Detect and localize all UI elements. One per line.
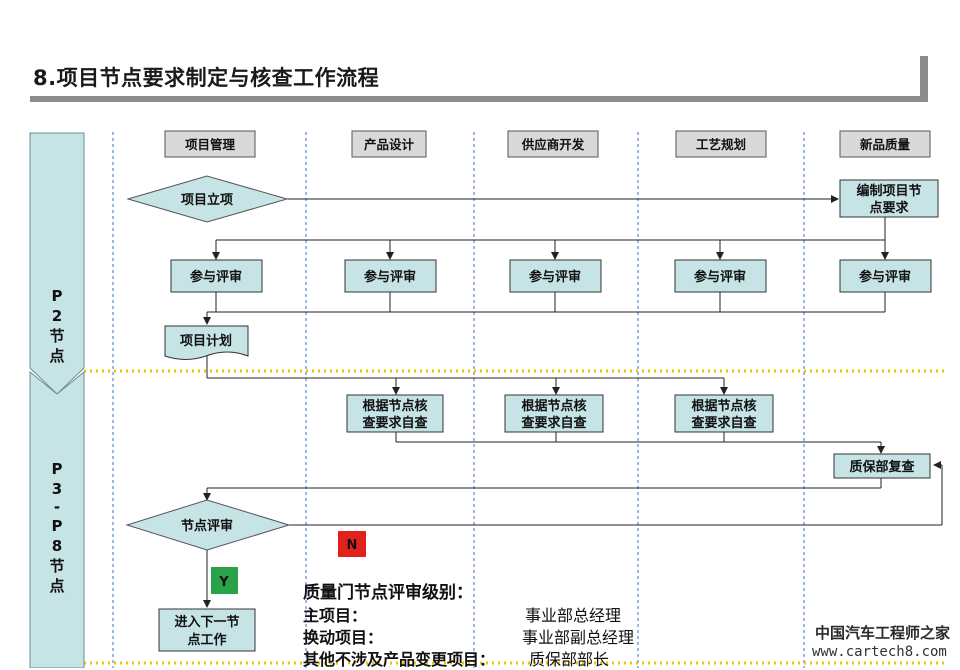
lane-header-quality: 新品质量 [860,137,911,152]
phase-p2-char: 点 [49,347,64,365]
badge-no-label: N [347,538,358,553]
node-project-start-label: 项目立项 [181,192,233,208]
legend-key: 主项目： [303,606,368,625]
page-title: 8.项目节点要求制定与核查工作流程 [33,66,380,90]
review-label-design: 参与评审 [364,269,416,285]
lane-header-process: 工艺规划 [696,137,746,152]
node-project-plan: 项目计划 [164,325,249,360]
node-project-start: 项目立项 [126,175,289,223]
node-next-line2: 点工作 [187,632,226,648]
phase-p3-char: 3 [52,480,62,498]
phase-p3-char: 点 [49,577,64,595]
node-next-node: 进入下一节 点工作 [158,608,256,652]
node-node-review: 节点评审 [125,499,291,551]
legend-value: 事业部副总经理 [522,628,635,647]
watermark-logo-text: 中国汽车工程师之家 [815,624,951,642]
phase-p3-char: 8 [52,537,62,555]
node-compile-line1: 编制项目节 [856,183,921,199]
lane-header-design: 产品设计 [364,137,415,152]
review-box [674,259,767,293]
review-box [344,259,437,293]
phase-p3-char: 节 [49,557,64,575]
phase-p2-char: 2 [52,307,62,325]
legend-heading: 质量门节点评审级别： [303,583,473,603]
badge-yes-label: Y [218,575,229,590]
legend-key: 其他不涉及产品变更项目： [303,650,496,669]
self-check-line2: 查要求自查 [361,415,428,431]
title-underline [30,96,928,102]
self-check-line1: 根据节点核 [362,398,427,414]
lane-header-supplier: 供应商开发 [521,137,585,152]
phase-p3-char: P [52,460,63,478]
review-label-process: 参与评审 [694,269,746,285]
review-label-supplier: 参与评审 [529,269,581,285]
phase-p2-char: 节 [49,327,64,345]
self-check-boxes: 根据节点核 查要求自查 根据节点核 查要求自查 根据节点核 查要求自查 [346,394,774,433]
self-check-line2: 查要求自查 [520,415,587,431]
self-check-line2: 查要求自查 [690,415,757,431]
legend-key: 换动项目： [303,628,384,647]
phase-p2-char: P [52,287,63,305]
phase-p2-shape [29,132,85,395]
node-next-line1: 进入下一节 [174,614,239,630]
review-box [170,259,263,293]
node-qa-recheck: 质保部复查 [833,453,931,479]
review-label-pm: 参与评审 [190,269,242,285]
node-compile-requirements: 编制项目节 点要求 [839,179,939,218]
phase-p3-char: - [54,498,60,516]
review-label-quality: 参与评审 [859,269,911,285]
review-box [839,259,932,293]
phase-p3-p8-shape [29,370,85,668]
lane-header-box [675,130,767,158]
phase-p3-p8-label: P 3 - P 8 节 点 [49,460,64,595]
review-box [509,259,602,293]
self-check-line1: 根据节点核 [521,398,586,414]
badge-yes: Y [211,567,238,594]
badge-no: N [338,531,366,557]
lane-header-box [164,130,256,158]
lane-header-pm: 项目管理 [185,137,236,152]
lane-header-box [507,130,599,158]
phase-p2-label: P 2 节 点 [49,287,64,365]
node-project-plan-label: 项目计划 [180,333,232,349]
review-boxes: 参与评审 参与评审 参与评审 参与评审 参与评审 [170,259,932,293]
watermark-url: www.cartech8.com [812,644,947,660]
phase-p3-char: P [52,517,63,535]
self-check-line1: 根据节点核 [691,398,756,414]
lane-separators [112,132,805,668]
lane-header-box [351,130,427,158]
node-node-review-label: 节点评审 [181,518,233,534]
legend-value: 质保部部长 [529,650,610,669]
self-check-box [504,394,604,433]
self-check-box [346,394,444,433]
lane-header-box [839,130,931,158]
connectors [203,195,943,608]
node-compile-line2: 点要求 [869,200,909,216]
legend-value: 事业部总经理 [525,606,622,625]
node-qa-recheck-label: 质保部复查 [849,459,915,475]
self-check-box [674,394,774,433]
lane-headers: 项目管理 产品设计 供应商开发 工艺规划 新品质量 [164,130,931,158]
title-side-bar [920,56,928,102]
